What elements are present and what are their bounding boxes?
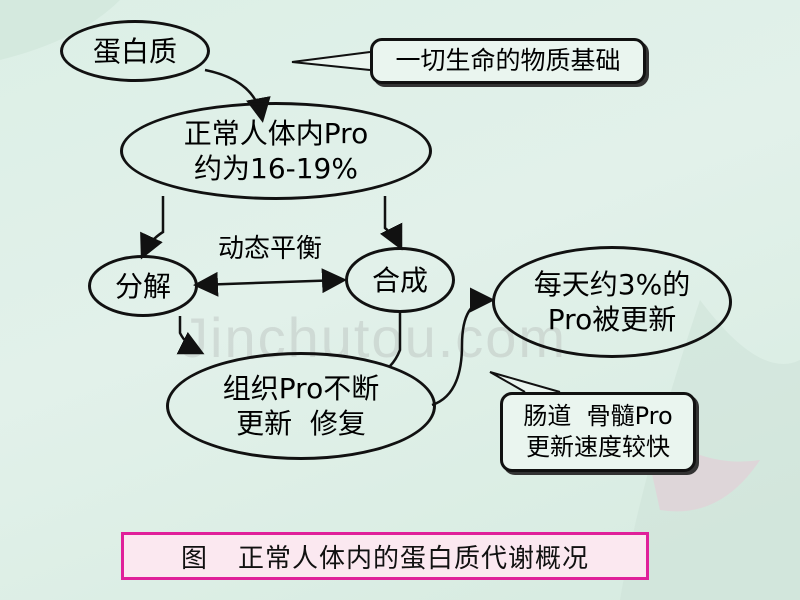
daily-renewal-node: 每天约3%的 Pro被更新 bbox=[492, 246, 732, 358]
protein-label: 蛋白质 bbox=[92, 34, 177, 68]
fast-renewal-box: 肠道 骨髓Pro 更新速度较快 bbox=[500, 392, 696, 472]
fast-line1: 肠道 骨髓Pro bbox=[523, 401, 673, 430]
daily-line2: Pro被更新 bbox=[547, 303, 677, 336]
renewal-line2: 更新 修复 bbox=[236, 407, 366, 440]
renewal-line1: 组织Pro不断 bbox=[222, 372, 380, 405]
protein-note-label: 一切生命的物质基础 bbox=[395, 46, 621, 76]
balance-text: 动态平衡 bbox=[217, 233, 322, 264]
decompose-node: 分解 bbox=[88, 255, 198, 317]
body-pro-line2: 约为16-19% bbox=[194, 152, 358, 185]
figure-caption: 图 正常人体内的蛋白质代谢概况 bbox=[121, 532, 649, 580]
protein-note-box: 一切生命的物质基础 bbox=[370, 38, 646, 84]
caption-fig-label: 图 bbox=[180, 543, 208, 574]
tissue-renewal-node: 组织Pro不断 更新 修复 bbox=[166, 352, 436, 460]
body-pro-line1: 正常人体内Pro bbox=[183, 117, 369, 150]
synthesis-label: 合成 bbox=[371, 263, 428, 297]
decompose-label: 分解 bbox=[114, 269, 171, 303]
balance-label: 动态平衡 bbox=[205, 230, 335, 268]
body-pro-node: 正常人体内Pro 约为16-19% bbox=[120, 102, 432, 200]
fast-line2: 更新速度较快 bbox=[526, 433, 670, 461]
synthesis-node: 合成 bbox=[345, 247, 455, 313]
protein-node: 蛋白质 bbox=[60, 20, 210, 82]
daily-line1: 每天约3%的 bbox=[533, 268, 691, 301]
caption-text: 正常人体内的蛋白质代谢概况 bbox=[238, 543, 590, 574]
